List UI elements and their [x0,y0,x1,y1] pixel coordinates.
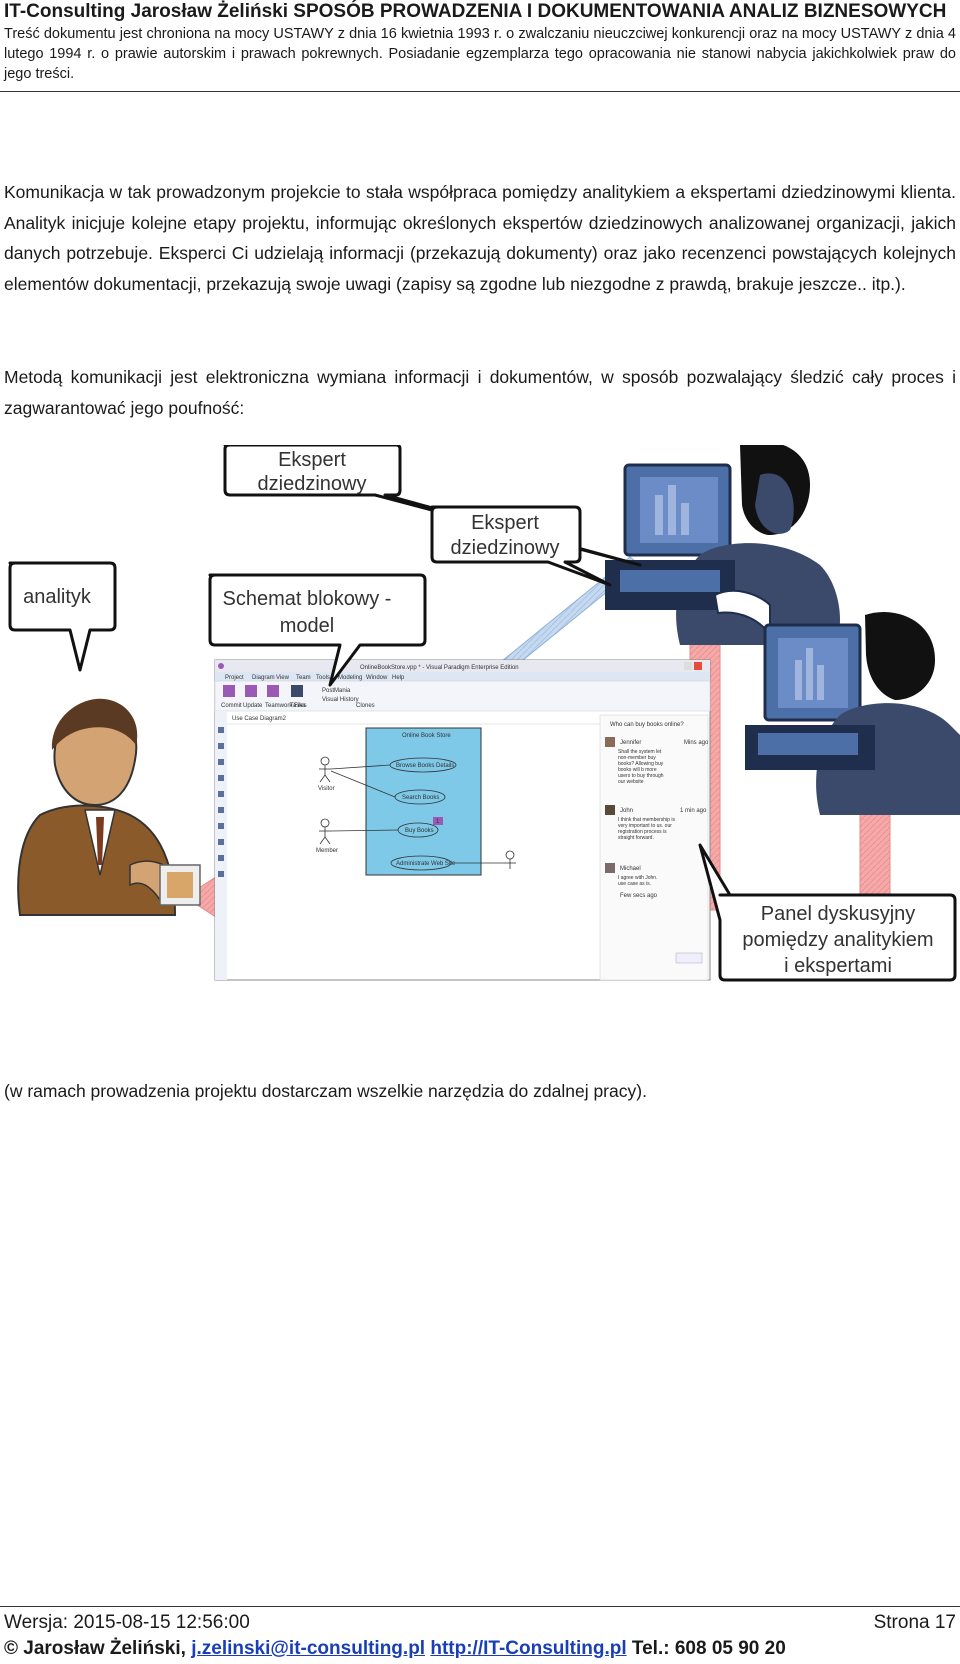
bubble-model-line1: Schemat blokowy - [223,588,392,610]
diagram-tab: Use Case Diagram2 [232,716,287,722]
footer-version: Wersja: 2015-08-15 12:56:00 [4,1612,250,1633]
usecase-buy: Buy Books [405,828,434,834]
post1-time: Mins ago [684,740,709,746]
expert-illustration-top [605,445,840,645]
post1-text: Shall the system let non-member buy book… [618,749,664,785]
footer-page-number: Strona 17 [873,1612,956,1633]
usecase-browse: Browse Books Details [396,763,454,769]
menu-diagram: Diagram [252,675,275,681]
bubble-expert-1: Ekspert dziedzinowy [223,445,642,567]
system-title: Online Book Store [402,733,451,739]
menu-window: Window [366,675,388,681]
paragraph-communication: Komunikacja w tak prowadzonym projekcie … [4,182,956,294]
communication-diagram: OnlineBookStore.vpp * - Visual Paradigm … [8,445,960,982]
menu-tools: Tools [316,675,330,681]
footer-author: © Jarosław Żeliński, [4,1638,192,1659]
menu-help: Help [392,675,405,681]
post2-text: I think that membership is very importan… [618,817,675,841]
ribbon-clones: Clones [356,703,375,709]
window-title: OnlineBookStore.vpp * - Visual Paradigm … [360,665,519,671]
ribbon-update: Update [243,703,263,709]
ribbon-visual-history: Visual History [322,697,359,703]
bubble-expert-2-line1: Ekspert [471,512,539,534]
header-copyright-notice: Treść dokumentu jest chroniona na mocy U… [4,26,956,82]
header-title: IT-Consulting Jarosław Żeliński SPOSÓB P… [4,1,947,22]
menu-modeling: Modeling [338,675,362,681]
paragraph-method: Metodą komunikacji jest elektroniczna wy… [4,367,956,418]
menu-view: View [276,675,290,681]
usecase-badge: 1 [436,819,440,825]
bubble-expert-2: Ekspert dziedzinowy [430,505,612,587]
bubble-analyst: analityk [8,561,117,672]
post3-author: Michael [620,866,641,872]
bubble-panel-line1: Panel dyskusyjny [761,903,916,925]
ribbon-postmania: PostMania [322,688,351,694]
menu-team: Team [296,675,311,681]
post2-time: 1 min ago [680,808,707,814]
actor-visitor: Visitor [318,786,335,792]
footer-email-link[interactable]: j.zelinski@it-consulting.pl [191,1638,426,1659]
ribbon-teamwork: Teamwork Files [265,703,307,709]
bubble-panel: Panel dyskusyjny pomiędzy analitykiem i … [698,843,957,982]
usecase-admin: Administrate Web Site [396,861,456,867]
post3-text: I agree with John. use case as is. [618,875,658,887]
bubble-expert-1-line1: Ekspert [278,449,346,471]
bubble-analyst-label: analityk [23,586,92,608]
post2-author: John [620,808,633,814]
page-header: IT-Consulting Jarosław Żeliński SPOSÓB P… [4,0,956,84]
expert-illustration-bottom [745,612,960,815]
bubble-model: Schemat blokowy - model [208,573,427,687]
analyst-illustration [17,698,201,916]
footer-phone: Tel.: 608 05 90 20 [626,1638,786,1659]
actor-member: Member [316,848,338,854]
usecase-search: Search Books [402,795,439,801]
bubble-panel-line2: pomiędzy analitykiem [742,929,933,951]
post1-author: Jennifer [620,740,641,746]
ribbon-tasks: Tasks [290,703,305,709]
menu-project: Project [225,675,244,681]
footer-website-link[interactable]: http://IT-Consulting.pl [430,1638,627,1659]
panel-question: Who can buy books online? [610,722,684,728]
post3-time: Few secs ago [620,893,658,899]
bubble-panel-line3: i ekspertami [784,955,892,977]
header-divider [0,91,960,92]
ribbon-commit: Commit [221,703,242,709]
modeling-tool-screenshot: OnlineBookStore.vpp * - Visual Paradigm … [214,659,711,981]
footer-divider [0,1606,960,1607]
bubble-expert-2-line2: dziedzinowy [451,537,560,559]
paragraph-tools: (w ramach prowadzenia projektu dostarcza… [4,1081,647,1101]
bubble-expert-1-line2: dziedzinowy [258,473,367,495]
footer-contact: © Jarosław Żeliński, j.zelinski@it-consu… [4,1638,786,1660]
bubble-model-line2: model [280,615,334,637]
